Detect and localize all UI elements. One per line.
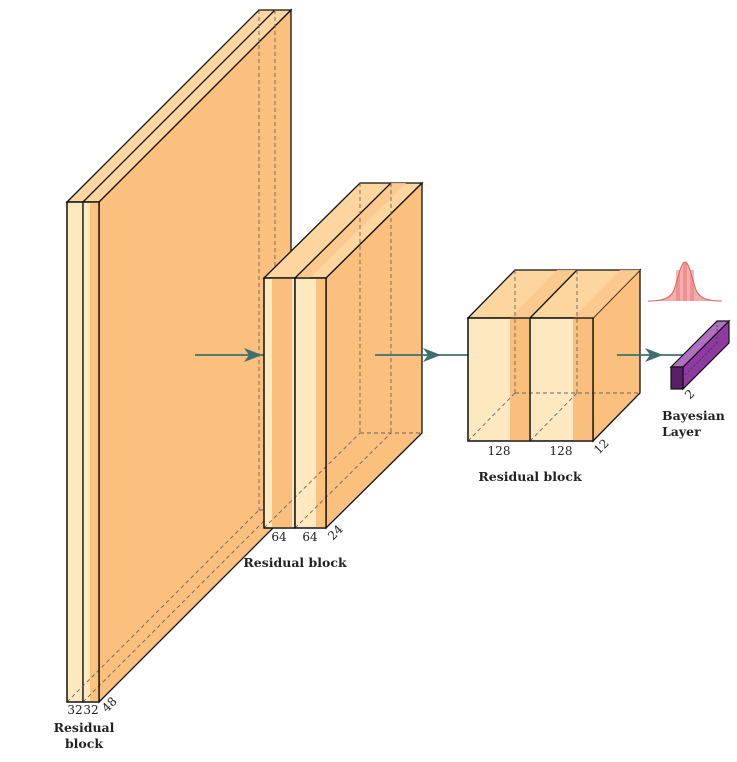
block1-width-label-a: 32: [67, 703, 82, 717]
block2-caption: Residual block: [243, 555, 347, 570]
arrow-3: [617, 348, 685, 362]
block3-width-label-b: 128: [550, 444, 573, 458]
residual-block-3: 128 128 12 Residual block: [466, 268, 642, 484]
block3-caption: Residual block: [478, 469, 582, 484]
gaussian-curve-icon: [647, 261, 723, 302]
block1-width-label-b: 32: [83, 703, 98, 717]
block1-caption-line1: Residual: [54, 720, 115, 735]
bayes-size-label: 2: [682, 387, 697, 402]
block2-conv-band-b: [316, 278, 326, 528]
block2-hidden-edges: [263, 183, 422, 529]
bayes-front-face: [670, 366, 684, 390]
block3-conv-band-a: [510, 318, 530, 441]
block2-width-label-b: 64: [302, 530, 318, 544]
block3-width-label-a: 128: [488, 444, 511, 458]
bayes-caption-line1: Bayesian: [662, 408, 725, 423]
block1-caption-line2: block: [65, 736, 103, 751]
block1-conv-band: [90, 202, 99, 702]
bayesian-layer: 2 Bayesian Layer: [662, 319, 731, 439]
residual-block-1: 32 32 48 Residual block: [54, 8, 293, 751]
block2-conv-band-a: [272, 278, 292, 528]
bayes-caption-line2: Layer: [662, 424, 701, 439]
block2-width-label-a: 64: [271, 530, 287, 544]
residual-block-2: 64 64 24 Residual block: [243, 181, 424, 570]
block1-side-face: [98, 8, 292, 704]
block3-conv-band-b: [573, 318, 593, 441]
block1-slab-a: [66, 201, 84, 703]
